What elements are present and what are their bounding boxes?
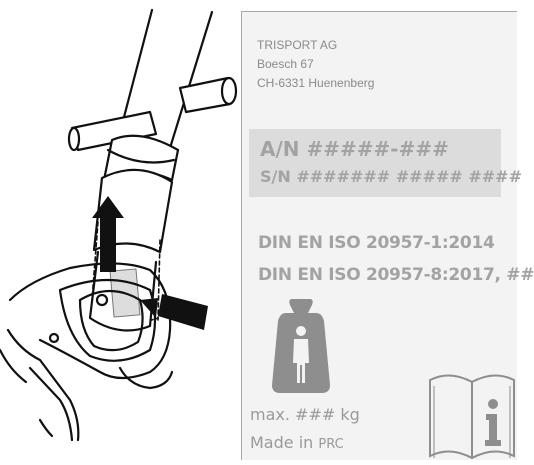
mounting-illustration bbox=[0, 0, 240, 460]
standard-line-1: DIN EN ISO 20957-1:2014 bbox=[258, 233, 495, 253]
product-label: TRISPORT AG Boesch 67 CH-6331 Huenenberg… bbox=[241, 11, 534, 461]
company-name: TRISPORT AG bbox=[257, 38, 338, 52]
weight-person-icon bbox=[272, 297, 330, 397]
company-street: Boesch 67 bbox=[257, 57, 314, 71]
bike-tube-drawing bbox=[0, 8, 238, 442]
serial-number-box: A/N #####-### S/N ####### ##### #### bbox=[249, 129, 522, 197]
read-manual-info-icon bbox=[426, 366, 518, 461]
max-load-text: max. ### kg bbox=[250, 405, 360, 424]
made-in-text: Made in PRC bbox=[250, 433, 344, 452]
article-number: A/N #####-### bbox=[260, 137, 449, 161]
made-in-prefix: Made in bbox=[250, 433, 314, 452]
company-city: CH-6331 Huenenberg bbox=[257, 76, 375, 90]
serial-number: S/N ####### ##### #### bbox=[260, 167, 522, 186]
standard-line-2: DIN EN ISO 20957-8:2017, ## bbox=[258, 265, 534, 285]
made-in-country: PRC bbox=[318, 437, 344, 452]
